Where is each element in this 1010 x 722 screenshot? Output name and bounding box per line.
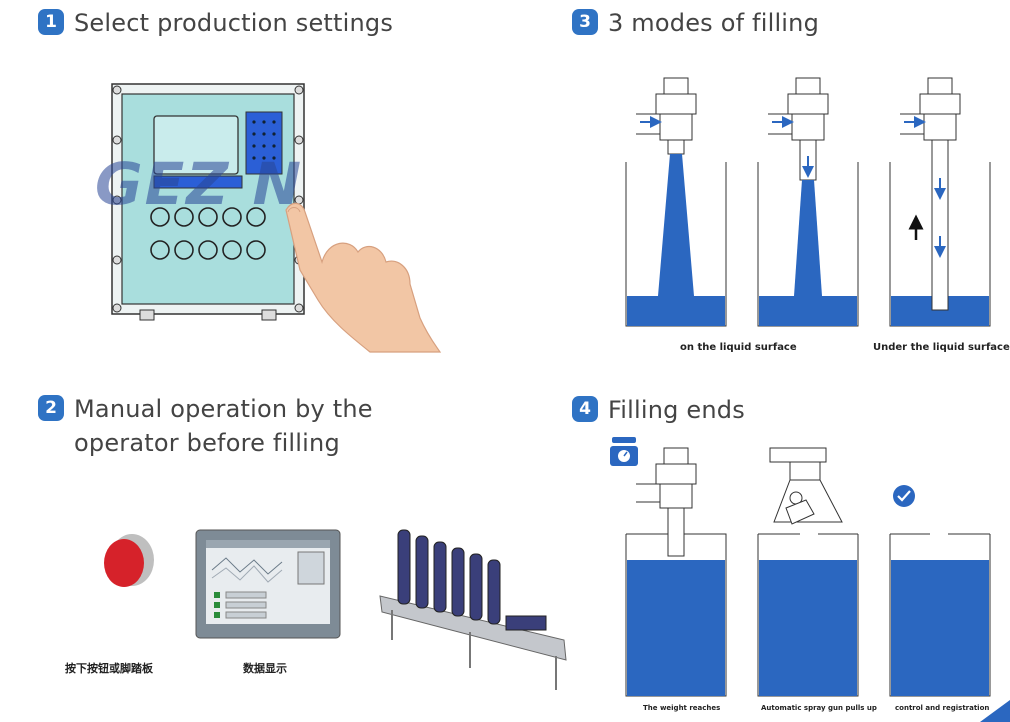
step-3-header: 3 3 modes of filling [572,6,819,40]
mode-2-bottom [757,77,859,327]
push-button-icon [104,534,154,587]
end-2-pullup [757,447,859,697]
end-1-weight [625,447,727,697]
caption-end-2: Automatic spray gun pulls up [761,704,877,712]
step-2-badge: 2 [38,395,64,421]
step-2-header: 2 Manual operation by the operator befor… [38,392,373,460]
end-3-registration [889,485,991,697]
step-1-title: Select production settings [74,9,394,37]
hmi-display [195,529,341,639]
scale-icon [610,437,638,466]
step-3-title: 3 modes of filling [608,9,820,37]
step-2-title: Manual operation by the operator before … [74,392,373,460]
step-3-badge: 3 [572,9,598,35]
step-1-header: 1 Select production settings [38,6,393,40]
corner-accent [980,700,1010,722]
caption-end-3: control and registration [895,704,990,712]
step-2-title-line2: operator before filling [74,429,340,457]
step-4-title: Filling ends [608,396,745,424]
mode-3-submerged [889,77,991,327]
caption-button: 按下按钮或脚踏板 [65,662,153,675]
caption-mode-3: Under the liquid surface [873,342,1010,353]
brand-watermark: GEZ N [95,150,304,218]
caption-mode-1: on the liquid surface [680,342,797,353]
control-box [111,83,305,321]
caption-display: 数据显示 [243,662,287,675]
caption-end-1: The weight reaches [643,704,721,712]
step-2-title-line1: Manual operation by the [74,395,373,423]
step-1-badge: 1 [38,9,64,35]
step-4-badge: 4 [572,396,598,422]
mode-1-surface [625,77,727,327]
filling-machine-line [379,529,567,690]
pointing-hand [285,202,442,353]
step-4-header: 4 Filling ends [572,393,745,427]
